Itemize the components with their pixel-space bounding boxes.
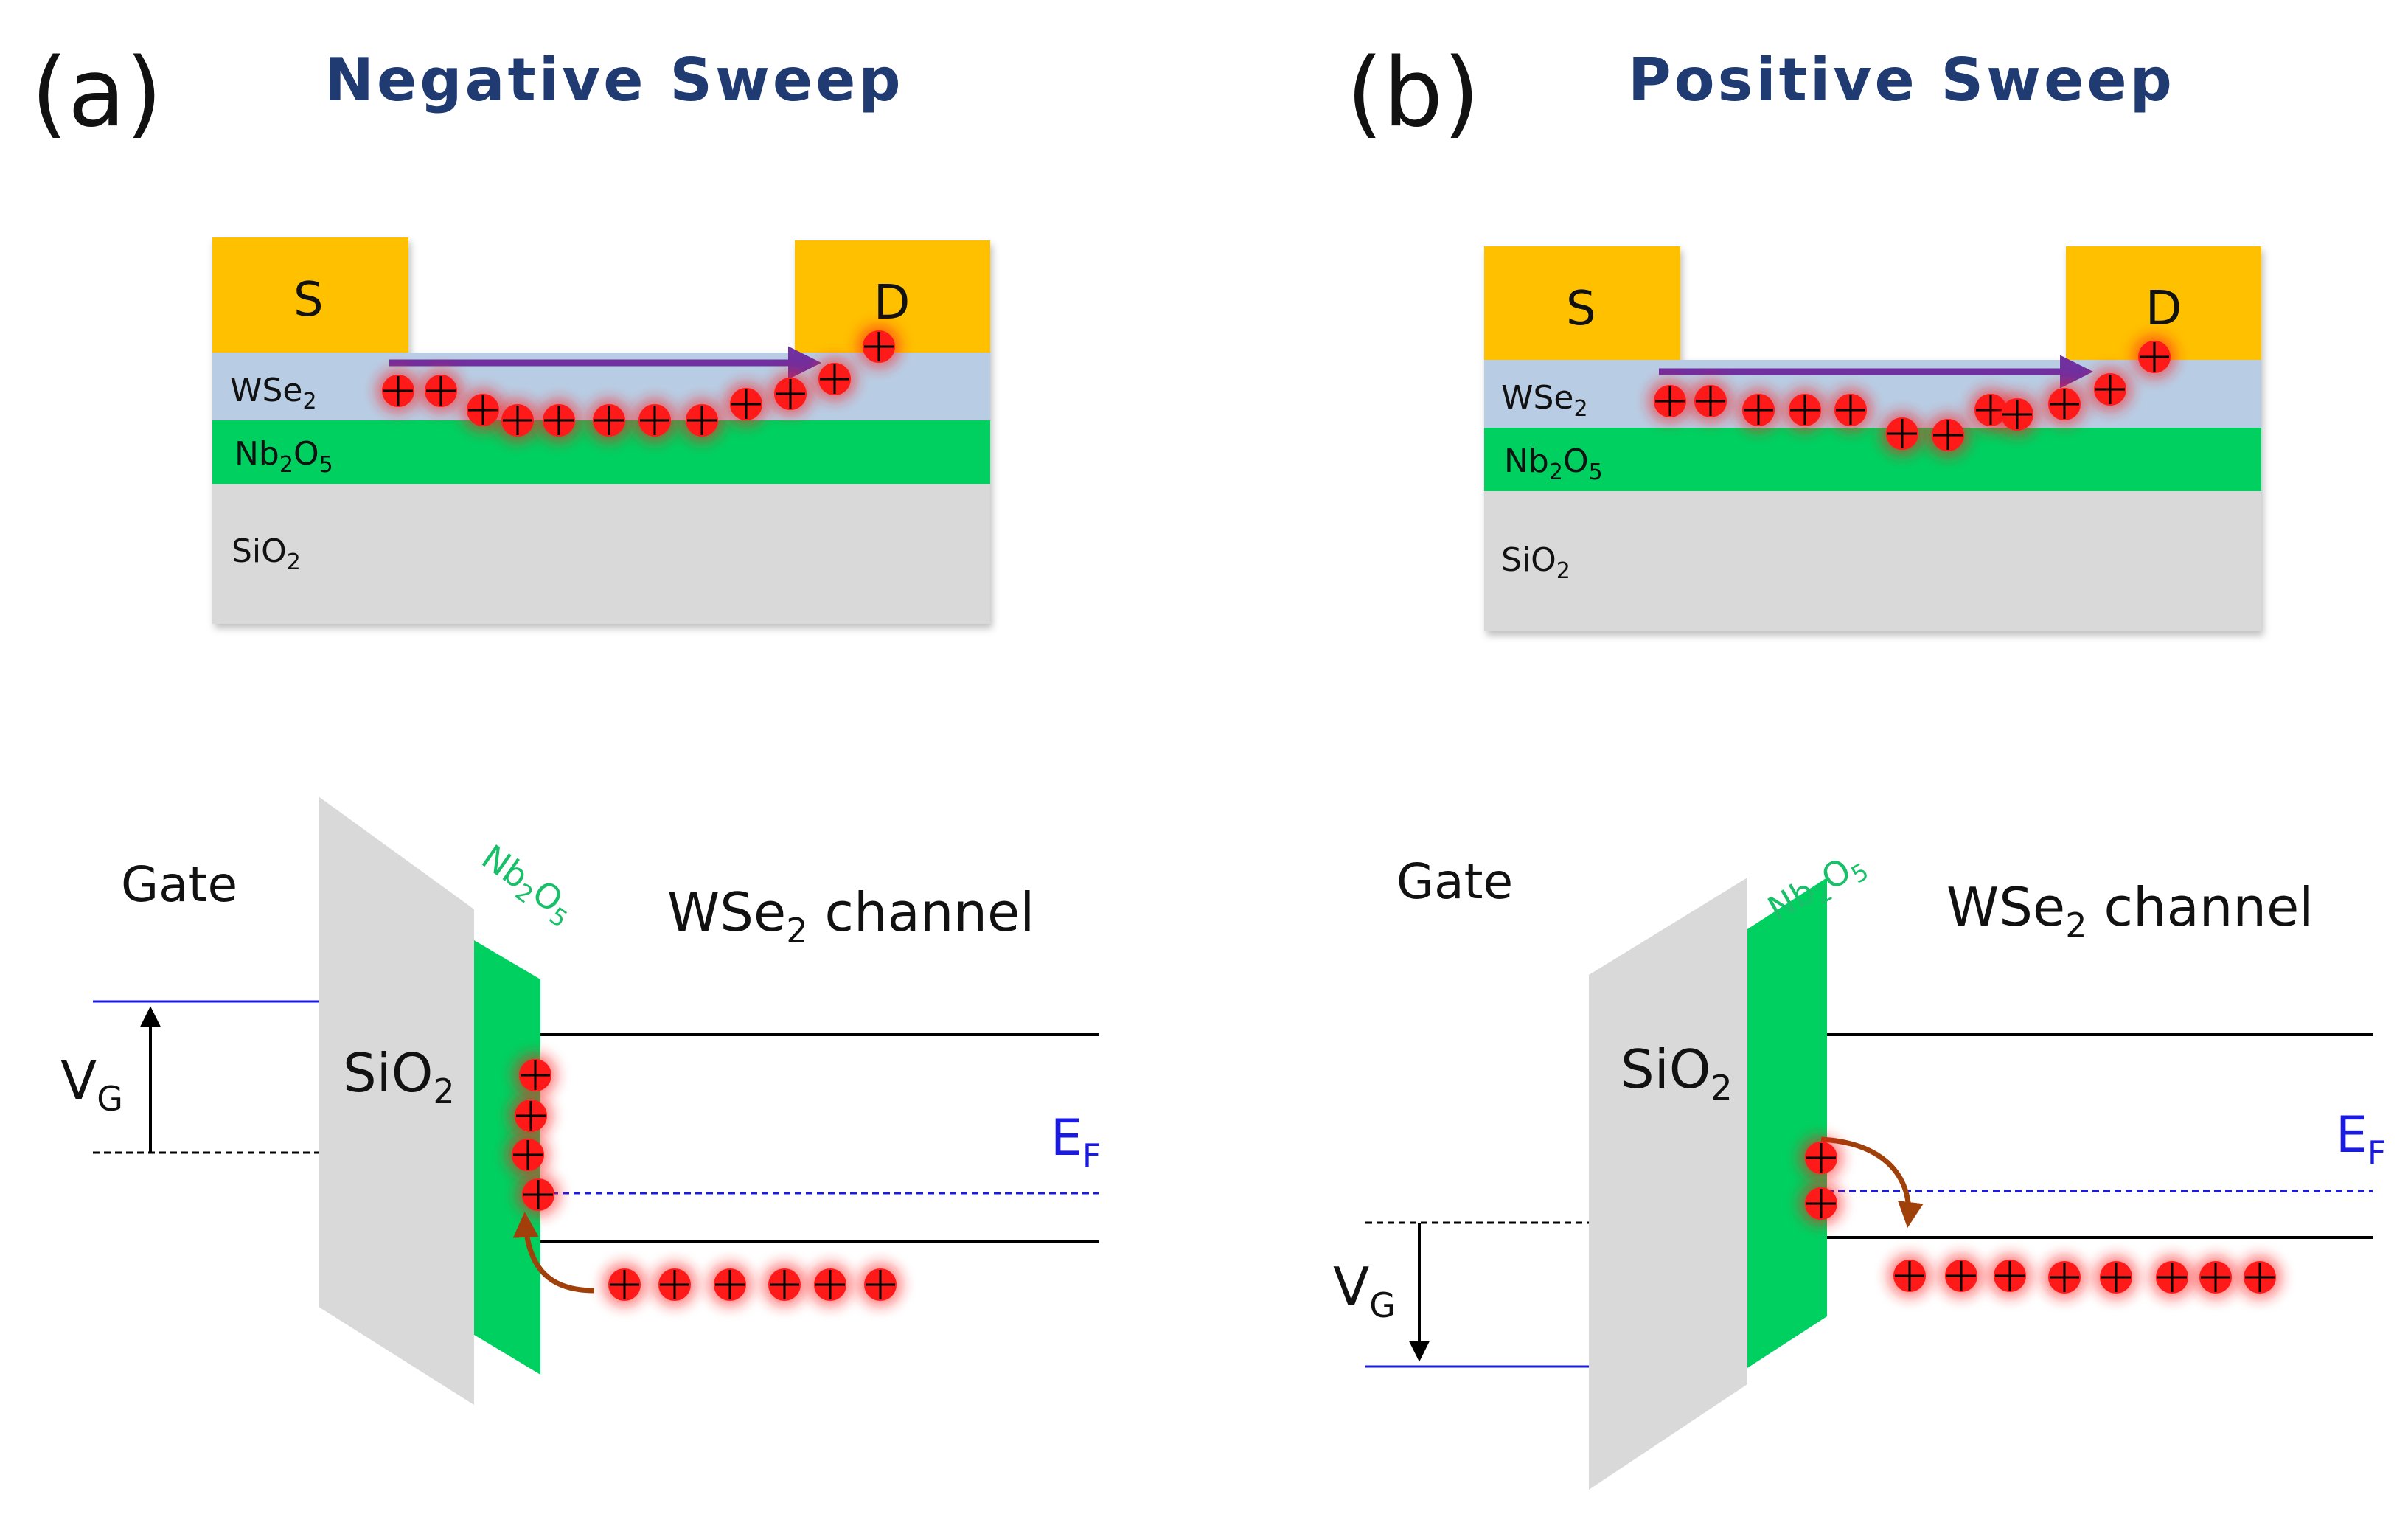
panel-label: (b) [1346, 38, 1480, 148]
hole-icon [1783, 388, 1827, 432]
hole-icon [1887, 1254, 1932, 1298]
hole-icon [708, 1263, 752, 1307]
hole-icon [808, 1263, 852, 1307]
hole-icon [1648, 379, 1692, 423]
panel-b: (b) Positive Sweep S D WSe2 Nb2O5 SiO2 G… [1333, 38, 2386, 1490]
hole-icon [516, 1173, 560, 1217]
hole-icon [2132, 335, 2176, 379]
hole-icon [602, 1263, 647, 1307]
sio2-label: SiO2 [232, 532, 301, 575]
hole-icon [1688, 379, 1733, 423]
source-label: S [1566, 282, 1596, 336]
hole-icon [1880, 412, 1924, 456]
source-label: S [293, 273, 324, 327]
device-schematic [1484, 246, 2261, 631]
hole-icon [506, 1133, 550, 1177]
hole-icon [1926, 413, 1970, 457]
vg-label: VG [1333, 1256, 1396, 1325]
drain-label: D [874, 276, 910, 330]
hole-icon [1828, 388, 1873, 432]
hole-icon [376, 369, 420, 413]
gate-label: Gate [121, 856, 237, 913]
wse2-label: WSe2 [1501, 379, 1588, 422]
hole-icon [419, 369, 463, 413]
hole-icon [513, 1053, 557, 1097]
band-diagram: Gate VG SiO2 Nb2O5 WSe2 channel EF [1333, 850, 2386, 1490]
hole-icon [461, 388, 505, 432]
sio2-barrier [1589, 878, 1747, 1490]
hole-icon [1799, 1136, 1843, 1180]
hole-icon [537, 398, 581, 442]
ef-label: EF [2336, 1106, 2386, 1172]
hole-icon [1939, 1254, 1983, 1298]
hole-icon [857, 324, 901, 369]
hole-icon [509, 1094, 553, 1138]
hole-icon [762, 1263, 807, 1307]
hole-icon [2094, 1255, 2138, 1299]
hole-icon [858, 1263, 902, 1307]
wse2-label: WSe2 [230, 372, 317, 414]
hole-icon [495, 398, 540, 442]
valence-holes [1887, 1254, 2282, 1299]
drain-label: D [2146, 282, 2182, 336]
hole-icon [768, 372, 812, 416]
channel-label: WSe2 channel [1946, 876, 2314, 945]
hole-icon [1736, 388, 1781, 432]
source-contact [212, 237, 408, 353]
hole-icon [2042, 382, 2087, 426]
band-diagram: Gate VG SiO2 Nb2O5 WSe2 channel EF [60, 796, 1101, 1405]
trapped-holes [506, 1053, 560, 1217]
trapped-holes [1799, 1136, 1843, 1226]
hole-icon [2088, 367, 2132, 412]
nb2o5-label: Nb2O5 [234, 435, 333, 478]
panel-title: Negative Sweep [324, 46, 904, 114]
hole-icon [587, 398, 631, 442]
sio2-label: SiO2 [1501, 541, 1570, 584]
hole-icon [653, 1263, 697, 1307]
ef-label: EF [1051, 1109, 1101, 1175]
hole-icon [2042, 1255, 2087, 1299]
channel-label: WSe2 channel [667, 881, 1034, 951]
hole-icon [1799, 1181, 1843, 1226]
channel-holes [1648, 335, 2176, 457]
hole-icon [633, 398, 677, 442]
panel-label: (a) [31, 38, 162, 148]
detrapping-arrow [1820, 1136, 1924, 1228]
gate-label: Gate [1396, 853, 1513, 910]
hole-icon [2193, 1255, 2238, 1299]
channel-holes [376, 324, 901, 442]
sio2-layer [1484, 491, 2261, 631]
valence-holes [602, 1263, 902, 1307]
nb2o5-layer [1484, 428, 2261, 491]
panel-title: Positive Sweep [1628, 46, 2175, 114]
trapping-arrow [512, 1212, 595, 1294]
hole-icon [2150, 1255, 2194, 1299]
sio2-band-label: SiO2 [1621, 1038, 1733, 1108]
source-contact [1484, 246, 1680, 360]
hole-icon [1988, 1254, 2032, 1298]
sio2-barrier [319, 796, 474, 1405]
hole-icon [812, 357, 857, 401]
hole-icon [1995, 392, 2039, 437]
nb2o5-barrier [1747, 878, 1827, 1368]
vg-label: VG [60, 1049, 123, 1119]
hole-icon [2238, 1255, 2282, 1299]
panel-a: (a) Negative Sweep S D WSe2 Nb2O5 SiO2 G… [31, 38, 1101, 1405]
nb2o5-band-label: Nb2O5 [472, 837, 582, 934]
sio2-layer [212, 484, 990, 624]
sio2-band-label: SiO2 [343, 1042, 455, 1111]
hole-icon [724, 382, 768, 426]
hole-icon [680, 398, 724, 442]
nb2o5-label: Nb2O5 [1504, 442, 1603, 485]
